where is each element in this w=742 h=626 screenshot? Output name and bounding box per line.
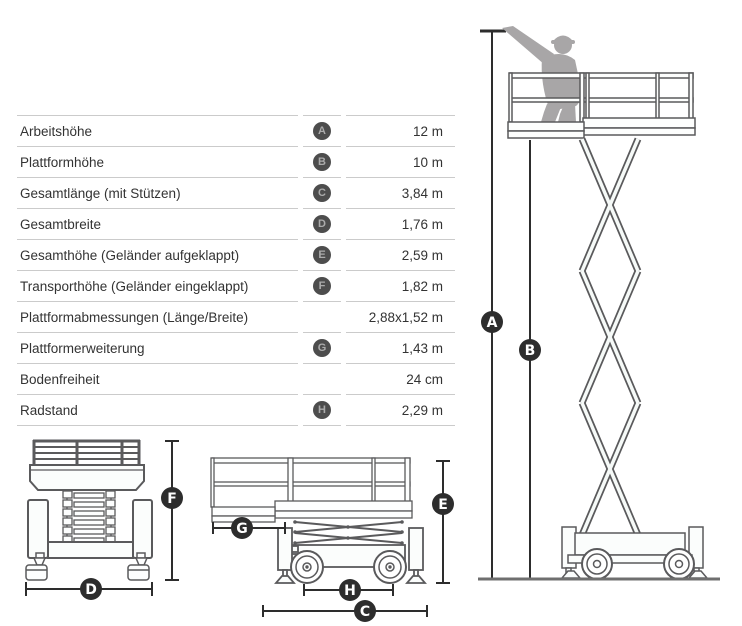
outrigger-left (277, 527, 293, 571)
folded-guardrails (32, 439, 141, 465)
svg-text:B: B (525, 343, 536, 359)
dim-badge-f: F (161, 487, 183, 509)
spec-label: Gesamtbreite (17, 208, 298, 239)
spec-value: 2,88x1,52 m (346, 301, 455, 332)
spec-badge: F (313, 277, 331, 296)
platform-tray (29, 464, 145, 491)
chassis-front (27, 499, 153, 559)
spec-value: 10 m (346, 146, 455, 177)
spec-label: Transporthöhe (Geländer eingeklappt) (17, 270, 298, 301)
folded-scissor-stack (62, 490, 116, 544)
dim-badge-h: H (339, 579, 361, 601)
spec-row: Arbeitshöhe A 12 m (17, 115, 455, 146)
spec-value: 1,76 m (346, 208, 455, 239)
spec-label: Arbeitshöhe (17, 115, 298, 146)
spec-value: 24 cm (346, 363, 455, 394)
dim-badge-c: C (354, 600, 376, 622)
spec-label: Plattformhöhe (17, 146, 298, 177)
wheels-side (290, 550, 407, 584)
spec-row: Gesamtbreite D 1,76 m (17, 208, 455, 239)
spec-value: 2,29 m (346, 394, 455, 426)
spec-badge: C (313, 184, 331, 203)
folded-scissors-side (293, 520, 404, 545)
svg-text:G: G (236, 521, 248, 537)
lift-elevated-view: A B (478, 26, 720, 581)
scissor-arms (578, 137, 642, 537)
spec-label: Plattformabmessungen (Länge/Breite) (17, 301, 298, 332)
spec-value: 12 m (346, 115, 455, 146)
dim-badge-d: D (80, 578, 102, 600)
spec-label: Gesamtlänge (mit Stützen) (17, 177, 298, 208)
dim-badge-e: E (432, 493, 454, 515)
spec-row: Plattformerweiterung G 1,43 m (17, 332, 455, 363)
spec-badge: G (313, 339, 331, 358)
spec-row: Plattformhöhe B 10 m (17, 146, 455, 177)
extension-deck (211, 506, 276, 517)
guardrails-side (210, 457, 413, 523)
spec-table: Arbeitshöhe A 12 m Plattformhöhe B 10 m … (12, 115, 460, 426)
spec-label: Bodenfreiheit (17, 363, 298, 394)
spec-badge: A (313, 122, 331, 141)
svg-text:H: H (344, 583, 356, 599)
spec-row: Plattformabmessungen (Länge/Breite) 2,88… (17, 301, 455, 332)
platform (507, 72, 696, 139)
svg-text:D: D (85, 582, 97, 598)
svg-text:F: F (167, 491, 177, 507)
dim-line-f (165, 440, 179, 581)
spec-value: 1,43 m (346, 332, 455, 363)
spec-badge: H (313, 401, 331, 420)
spec-row: Gesamtlänge (mit Stützen) C 3,84 m (17, 177, 455, 208)
spec-label: Plattformerweiterung (17, 332, 298, 363)
lift-side-view: G E H C (210, 457, 454, 622)
spec-row: Gesamthöhe (Geländer aufgeklappt) E 2,59… (17, 239, 455, 270)
dim-line-c (262, 605, 428, 617)
hardhat-icon (553, 35, 573, 41)
dim-badge-a: A (481, 311, 503, 333)
spec-value: 1,82 m (346, 270, 455, 301)
spec-value: 2,59 m (346, 239, 455, 270)
spec-row: Bodenfreiheit 24 cm (17, 363, 455, 394)
spec-label: Radstand (17, 394, 298, 426)
spec-label: Gesamthöhe (Geländer aufgeklappt) (17, 239, 298, 270)
main-deck (274, 500, 413, 512)
spec-value: 3,84 m (346, 177, 455, 208)
dim-line-e (436, 460, 450, 584)
dim-badge-b: B (519, 339, 541, 361)
svg-text:E: E (438, 497, 448, 513)
spec-badge: E (313, 246, 331, 265)
svg-text:A: A (487, 315, 498, 331)
spec-badge: D (313, 215, 331, 234)
outrigger-feet (25, 552, 150, 581)
svg-text:C: C (360, 604, 370, 620)
outrigger-right (408, 527, 424, 571)
spec-row: Transporthöhe (Geländer eingeklappt) F 1… (17, 270, 455, 301)
lift-front-view: F D (25, 439, 183, 600)
dim-badge-g: G (231, 517, 253, 539)
spec-badge: B (313, 153, 331, 172)
operator-silhouette (502, 26, 583, 122)
spec-row: Radstand H 2,29 m (17, 394, 455, 426)
